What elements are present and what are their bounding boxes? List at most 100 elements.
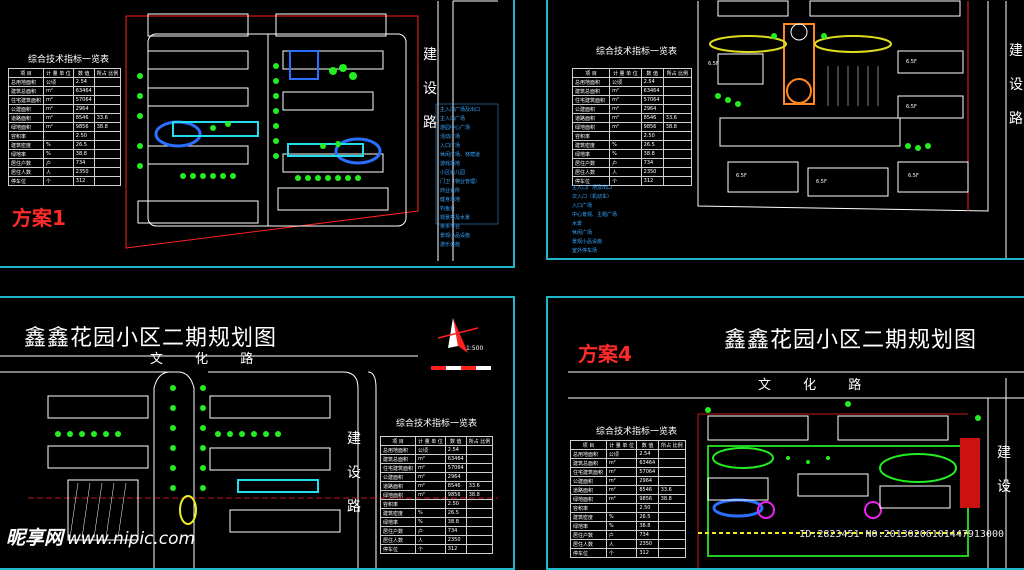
scale-text: 1:500 — [466, 345, 484, 352]
table-cell: m² — [415, 454, 446, 464]
table-cell: 38.8 — [657, 494, 687, 504]
legend-item: 水景 — [572, 221, 583, 227]
legend-item: 次入口（机动车） — [572, 194, 613, 200]
legend-item: 休闲广场 — [572, 230, 593, 236]
table-cell: 户 — [605, 530, 638, 540]
table-cell: 人 — [609, 167, 642, 177]
legend-item: 门卫（物业管理） — [440, 179, 481, 185]
site-plan-2 — [697, 0, 1007, 258]
table-cell: 停车位 — [7, 176, 45, 186]
table-cell — [662, 86, 693, 96]
index-table-title: 综合技术指标一览表 — [28, 55, 110, 65]
table-cell: % — [415, 508, 446, 518]
table-row: 绿地率%38.8 — [379, 517, 494, 527]
table-cell: m² — [605, 485, 638, 495]
table-cell: m² — [43, 113, 74, 123]
table-cell — [662, 104, 693, 114]
table-cell: 建筑密度 — [571, 140, 611, 150]
table-cell: 2350 — [444, 535, 467, 545]
watermark-url: www.nipic.com — [67, 529, 196, 549]
legend-item: 活动广场 — [440, 134, 461, 140]
table-cell: m² — [415, 463, 446, 473]
table-row: 绿地率%38.8 — [571, 149, 693, 159]
legend-item: 休闲广场、林荫道 — [440, 152, 481, 158]
table-cell: 2964 — [636, 476, 659, 486]
table-cell: 2350 — [72, 167, 95, 177]
table-cell: 57064 — [636, 467, 659, 477]
table-cell: 容积率 — [571, 131, 611, 141]
road-east-label: 建 设 路 — [346, 422, 362, 524]
table-cell: 居住户数 — [571, 158, 611, 168]
table-cell: 8546 — [636, 485, 659, 495]
legend-item: 游乐设施 — [440, 242, 461, 248]
legend-item: 钓鱼台 — [440, 206, 456, 212]
table-cell: % — [609, 149, 642, 159]
table-cell: 公顷 — [609, 77, 642, 87]
table-cell: 个 — [415, 544, 446, 554]
table-cell: 绿地率 — [7, 149, 45, 159]
table-cell: 9856 — [636, 494, 659, 504]
table-row: 建筑密度%26.5 — [379, 508, 494, 518]
table-cell — [465, 544, 494, 554]
table-cell: 2350 — [640, 167, 664, 177]
table-cell: 38.8 — [444, 517, 467, 527]
table-cell: 2.54 — [636, 449, 659, 459]
table-cell: 2964 — [72, 104, 95, 114]
table-cell: 居住人数 — [379, 535, 417, 545]
table-cell: 建筑总面积 — [571, 86, 611, 96]
table-cell: 居住人数 — [7, 167, 45, 177]
table-cell — [657, 503, 687, 513]
table-cell: 公建面积 — [379, 472, 417, 482]
table-cell: 26.5 — [72, 140, 95, 150]
table-cell: m² — [415, 481, 446, 491]
table-cell: 建筑密度 — [7, 140, 45, 150]
table-cell — [93, 104, 122, 114]
table-cell: % — [415, 517, 446, 527]
col-header: 项 目 — [7, 68, 45, 78]
road-char: 路 — [1009, 111, 1023, 127]
road-char: 路 — [423, 115, 437, 131]
table-cell: 公顷 — [43, 77, 74, 87]
table-cell: 绿地面积 — [7, 122, 45, 132]
table-cell: 户 — [415, 526, 446, 536]
table-cell: % — [605, 521, 638, 531]
table-cell: m² — [605, 494, 638, 504]
table-cell: 人 — [43, 167, 74, 177]
floor-label: 6.5F — [816, 179, 827, 185]
col-header: 所占 比例 — [662, 68, 693, 78]
table-cell: m² — [609, 122, 642, 132]
table-cell: 38.8 — [93, 122, 122, 132]
sheet-scheme-3: 鑫鑫花园小区二期规划图 文 化 路 1:500 综合技术指标一览表 项 目 计 … — [0, 296, 515, 570]
table-cell — [662, 167, 693, 177]
table-cell: 绿地面积 — [570, 494, 607, 504]
table-cell: 312 — [444, 544, 467, 554]
legend-item: 游戏场地 — [440, 161, 461, 167]
table-cell: 停车位 — [379, 544, 417, 554]
table-cell: 63464 — [72, 86, 95, 96]
table-cell: 绿地面积 — [571, 122, 611, 132]
table-cell: 居住人数 — [570, 539, 607, 549]
table-cell: 居住户数 — [379, 526, 417, 536]
table-cell — [657, 539, 687, 549]
legend-item: 健身场地 — [440, 197, 461, 203]
col-header: 计 量 单 位 — [43, 68, 74, 78]
table-row: 建筑密度%26.5 — [571, 140, 693, 150]
table-cell: 2.54 — [72, 77, 95, 87]
legend-list: 主入口广场及出口主入口广场游园中心广场活动广场入口广场休闲广场、林荫道游戏场地小… — [440, 106, 480, 250]
col-header: 所占 比例 — [93, 68, 122, 78]
